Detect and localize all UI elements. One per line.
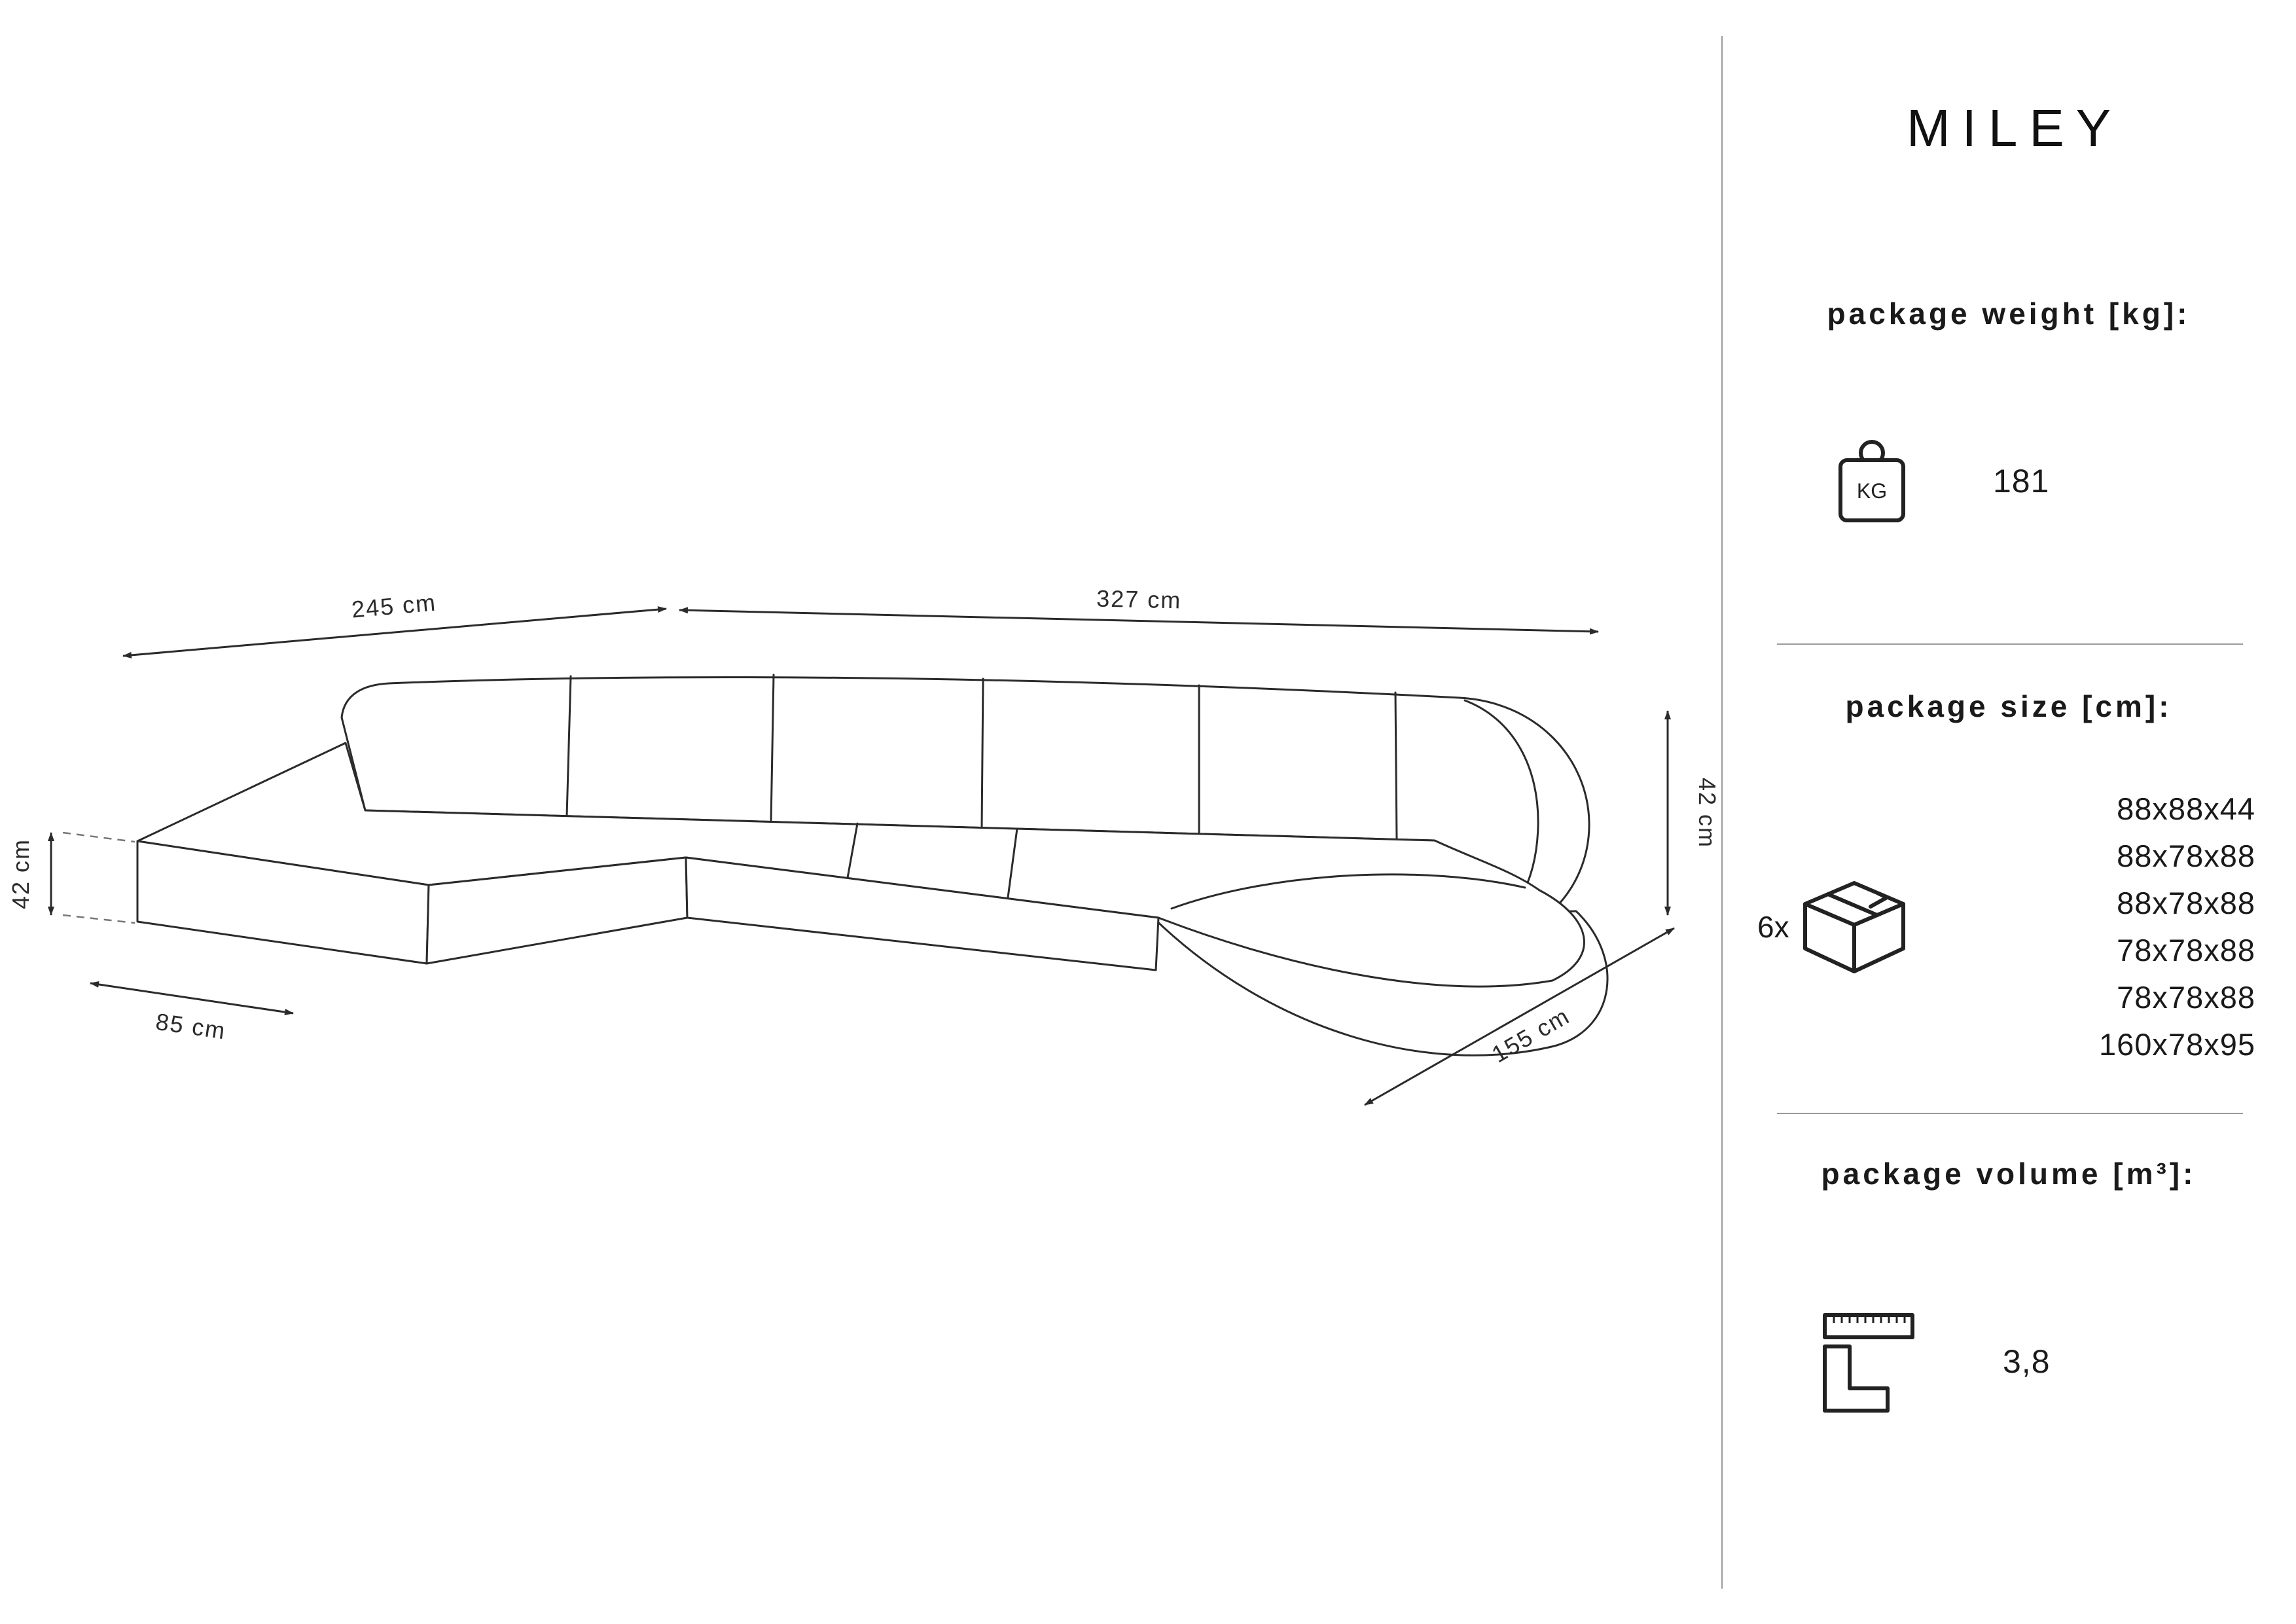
weight-value: 181 xyxy=(1993,463,2050,499)
sofa-drawing xyxy=(136,674,1609,1056)
package-size-item: 78x78x88 xyxy=(2117,980,2255,1015)
package-count: 6x xyxy=(1757,910,1789,944)
vertical-divider xyxy=(1721,36,1723,1589)
package-box-icon xyxy=(1803,880,1905,973)
weight-heading: package weight [kg]: xyxy=(1827,297,2191,331)
dim-label-327: 327 cm xyxy=(1096,585,1182,614)
ruler-icon xyxy=(1823,1313,1914,1413)
package-size-item: 88x88x44 xyxy=(2117,791,2255,826)
volume-value: 3,8 xyxy=(2003,1343,2051,1380)
weight-row: KG 181 xyxy=(1833,435,2049,527)
sofa-back-seams xyxy=(565,674,1398,840)
dim-label-42-left: 42 cm xyxy=(7,839,34,909)
package-size-item: 78x78x88 xyxy=(2117,933,2255,967)
package-size-item: 160x78x95 xyxy=(2099,1027,2255,1062)
size-heading: package size [cm]: xyxy=(1845,689,2172,723)
volume-row: 3,8 xyxy=(1820,1306,2051,1417)
dimension-back-right: 327 cm xyxy=(679,585,1599,635)
sofa-middle-base xyxy=(685,856,1160,971)
sofa-seat-seams xyxy=(846,822,1526,910)
section-divider-2 xyxy=(1777,1113,2243,1114)
volume-heading: package volume [m³]: xyxy=(1821,1157,2197,1191)
svg-text:KG: KG xyxy=(1857,479,1887,503)
dimension-seat-height-left: 42 cm xyxy=(7,831,135,924)
sofa-dimension-diagram: 245 cm 327 cm 42 cm 85 cm 42 cm 155 cm xyxy=(7,585,1721,1106)
package-size-item: 88x78x88 xyxy=(2117,839,2255,873)
kg-bag-icon: KG xyxy=(1839,440,1905,522)
dimension-left-chaise-depth: 85 cm xyxy=(90,981,294,1045)
package-quantity-group: 6x xyxy=(1757,876,1910,978)
dimension-back-left: 245 cm xyxy=(122,588,667,659)
package-size-list: 88x88x44 88x78x88 88x78x88 78x78x88 78x7… xyxy=(2099,785,2255,1068)
section-divider-1 xyxy=(1777,643,2243,645)
package-size-item: 88x78x88 xyxy=(2117,886,2255,920)
dimension-arm-height-right: 42 cm xyxy=(1664,710,1721,916)
dim-label-42-right: 42 cm xyxy=(1694,778,1721,848)
dim-label-85: 85 cm xyxy=(154,1008,228,1045)
dim-label-245: 245 cm xyxy=(350,588,437,623)
size-row: 6x 88x88x44 88x78x88 88x78x88 78x78x88 7… xyxy=(1721,785,2296,1068)
product-title: MILEY xyxy=(1906,99,2123,157)
ruler-ticks xyxy=(1833,1315,1906,1323)
spec-panel: MILEY package weight [kg]: KG 181 packag… xyxy=(1721,0,2296,1624)
